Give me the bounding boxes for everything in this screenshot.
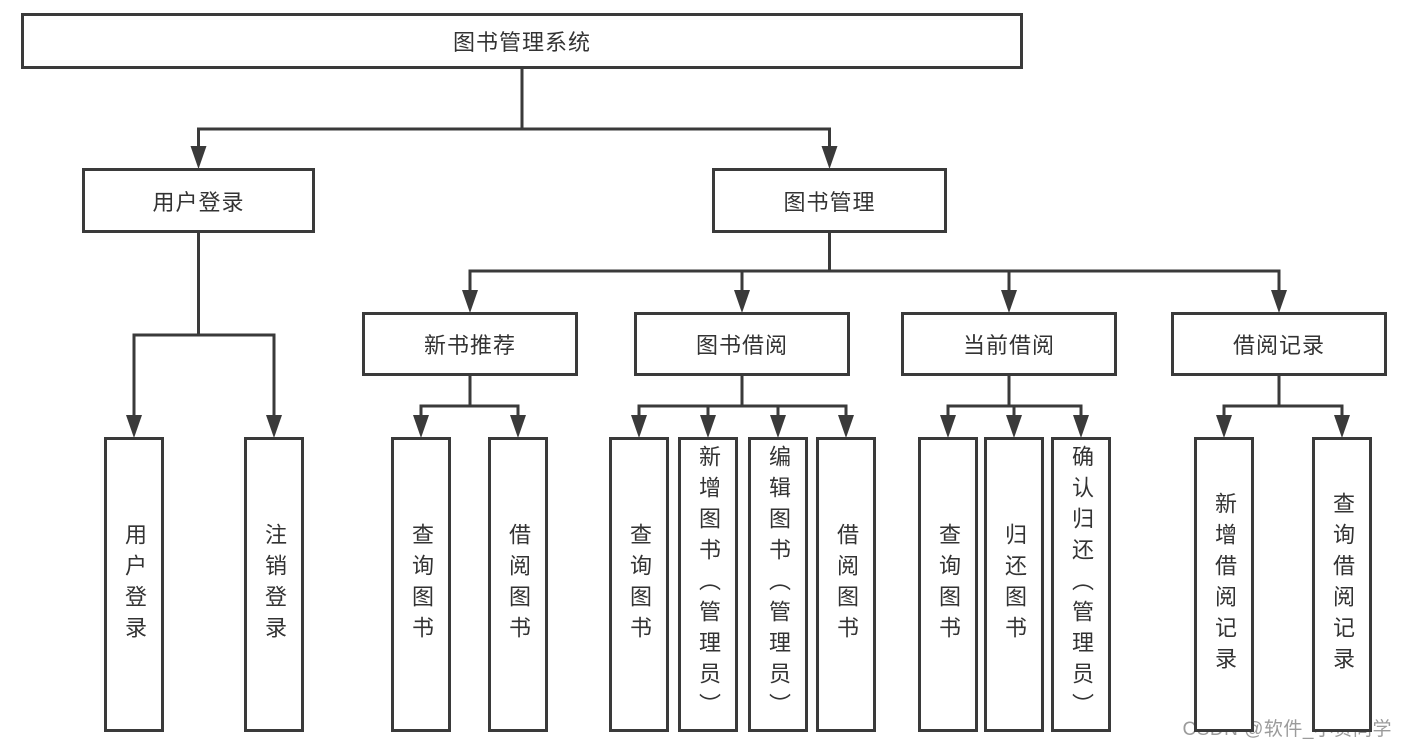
node-label: 当前借阅 <box>962 333 1055 358</box>
node-label: 查询图书 <box>627 522 652 647</box>
node-recs-query: 查询借阅记录 <box>1312 437 1372 732</box>
node-current-borrow: 当前借阅 <box>901 312 1117 376</box>
node-label: 归还图书 <box>1002 522 1027 647</box>
node-label: 注销登录 <box>262 522 287 647</box>
node-user-login: 用户登录 <box>82 168 315 233</box>
node-logout: 注销登录 <box>244 437 304 732</box>
node-rec-query-book: 查询图书 <box>391 437 451 732</box>
node-cur-return-book: 归还图书 <box>984 437 1044 732</box>
node-label: 查询借阅记录 <box>1330 491 1355 678</box>
node-label: 新增图书（管理员） <box>696 445 721 724</box>
node-label: 编辑图书（管理员） <box>766 445 791 724</box>
node-label: 查询图书 <box>936 522 961 647</box>
node-label: 新增借阅记录 <box>1212 491 1237 678</box>
node-label: 新书推荐 <box>423 333 516 358</box>
node-cur-confirm-return: 确认归还（管理员） <box>1051 437 1111 732</box>
node-label: 图书借阅 <box>695 333 788 358</box>
node-login: 用户登录 <box>104 437 164 732</box>
node-label: 借阅图书 <box>834 522 859 647</box>
node-new-book-rec: 新书推荐 <box>362 312 578 376</box>
node-bb-edit-book: 编辑图书（管理员） <box>748 437 808 732</box>
node-label: 借阅图书 <box>506 522 531 647</box>
node-bb-borrow-book: 借阅图书 <box>816 437 876 732</box>
node-root: 图书管理系统 <box>21 13 1023 69</box>
node-rec-borrow-book: 借阅图书 <box>488 437 548 732</box>
node-book-borrow: 图书借阅 <box>634 312 850 376</box>
node-label: 用户登录 <box>122 522 147 647</box>
node-label: 用户登录 <box>152 189 245 215</box>
node-borrow-records: 借阅记录 <box>1171 312 1387 376</box>
node-label: 图书管理 <box>783 189 876 215</box>
node-bb-query-book: 查询图书 <box>609 437 669 732</box>
node-label: 确认归还（管理员） <box>1069 445 1094 724</box>
node-label: 图书管理系统 <box>452 30 591 55</box>
node-bb-add-book: 新增图书（管理员） <box>678 437 738 732</box>
node-book-mgmt: 图书管理 <box>712 168 947 233</box>
node-recs-add: 新增借阅记录 <box>1194 437 1254 732</box>
node-cur-query-book: 查询图书 <box>918 437 978 732</box>
node-label: 查询图书 <box>409 522 434 647</box>
node-label: 借阅记录 <box>1232 333 1325 358</box>
